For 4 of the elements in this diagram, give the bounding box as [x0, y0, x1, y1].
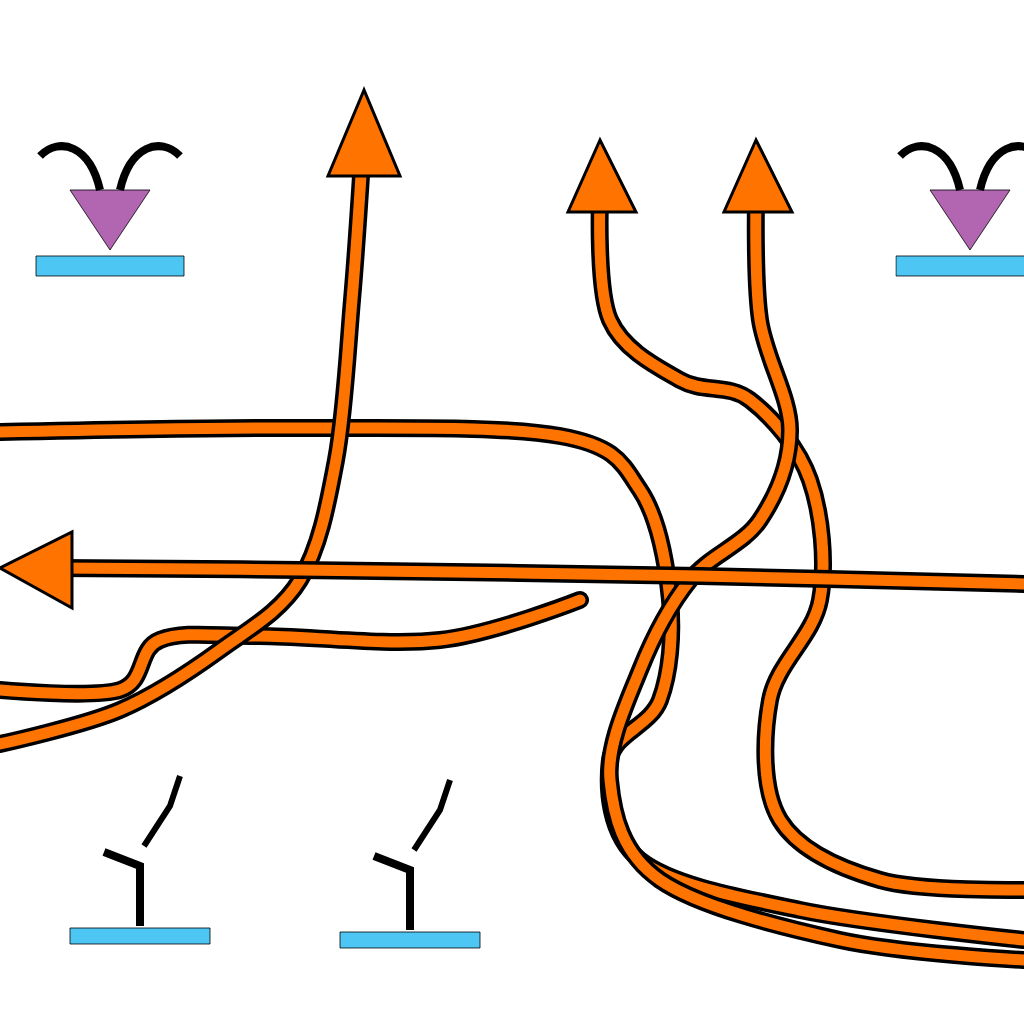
funnel-icon	[895, 142, 1024, 277]
hand-icon	[339, 779, 481, 949]
funnel-icon	[35, 142, 185, 277]
hand-icon	[69, 775, 211, 945]
